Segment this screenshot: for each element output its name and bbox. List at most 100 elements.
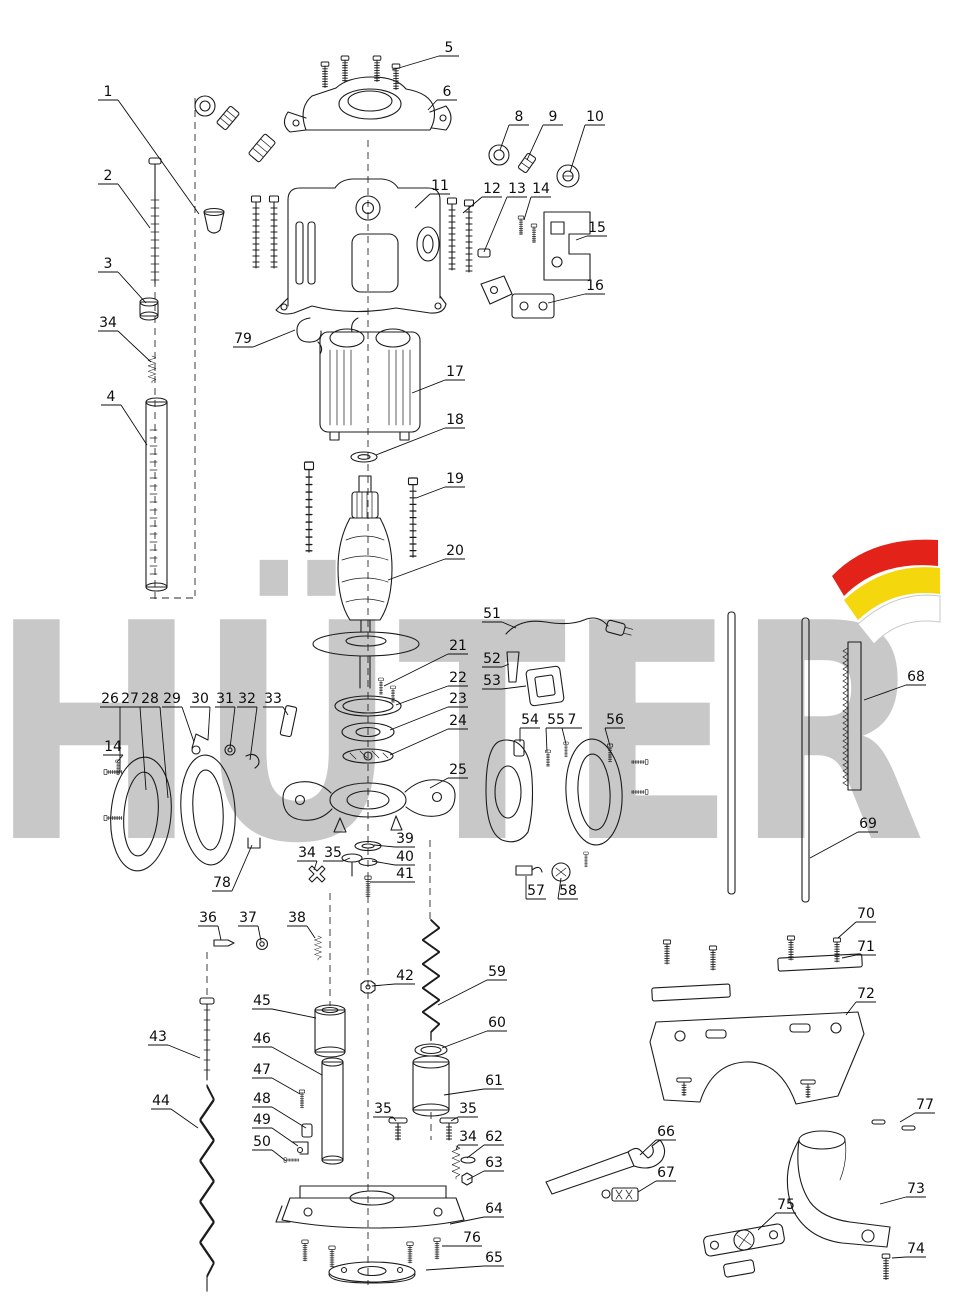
- svg-text:24: 24: [449, 713, 467, 729]
- part-label-59: 59: [437, 964, 507, 1006]
- svg-text:51: 51: [483, 606, 501, 622]
- part-label-38: 38: [287, 910, 316, 939]
- part-label-44: 44: [151, 1093, 199, 1129]
- part-label-34: 34: [455, 1129, 478, 1151]
- small-pins-drawing: [871, 1119, 916, 1131]
- part-label-14: 14: [523, 181, 551, 221]
- svg-text:68: 68: [907, 669, 925, 685]
- svg-text:18: 18: [446, 412, 464, 428]
- svg-text:21: 21: [449, 638, 467, 654]
- part-label-29: 29: [162, 691, 195, 743]
- svg-text:67: 67: [657, 1165, 675, 1181]
- part-label-64: 64: [449, 1201, 504, 1225]
- part-label-78: 78: [212, 844, 253, 892]
- brand-logo: [832, 539, 941, 645]
- svg-text:15: 15: [588, 220, 606, 236]
- part-label-36: 36: [198, 910, 222, 941]
- part-label-3: 3: [98, 256, 147, 304]
- part-label-14: 14: [103, 739, 124, 763]
- part-label-42: 42: [371, 968, 415, 987]
- part-label-69: 69: [809, 816, 878, 859]
- part-label-9: 9: [526, 109, 563, 161]
- part-label-53: 53: [482, 673, 527, 690]
- part-label-31: 31: [215, 691, 236, 749]
- svg-text:48: 48: [253, 1091, 271, 1107]
- part-label-68: 68: [863, 669, 926, 701]
- wire-loop-drawing: [296, 317, 323, 355]
- svg-text:19: 19: [446, 471, 464, 487]
- rack-and-rods-drawing: [727, 611, 862, 903]
- part-label-34: 34: [98, 315, 152, 363]
- cable-switch-drawing: [505, 617, 634, 707]
- svg-text:14: 14: [104, 739, 122, 755]
- brush-holder-drawing: [543, 211, 591, 281]
- part-label-5: 5: [391, 40, 459, 71]
- svg-text:42: 42: [396, 968, 414, 984]
- part-label-10: 10: [569, 109, 605, 173]
- svg-text:26: 26: [101, 691, 119, 707]
- svg-text:3: 3: [104, 256, 113, 272]
- part-label-8: 8: [499, 109, 529, 151]
- svg-text:46: 46: [253, 1031, 271, 1047]
- svg-text:45: 45: [253, 993, 271, 1009]
- svg-text:54: 54: [521, 712, 539, 728]
- svg-text:58: 58: [559, 883, 577, 899]
- svg-text:22: 22: [449, 670, 467, 686]
- wrench-drawing: [545, 1139, 666, 1202]
- logo-white-band: [857, 594, 941, 645]
- brush-cap-parts-drawing: [488, 144, 580, 188]
- part-label-12: 12: [462, 181, 502, 214]
- svg-text:60: 60: [488, 1015, 506, 1031]
- svg-text:2: 2: [104, 168, 113, 184]
- svg-text:28: 28: [141, 691, 159, 707]
- part-label-13: 13: [483, 181, 527, 253]
- part-label-28: 28: [140, 691, 169, 799]
- router-base-drawing: [275, 1185, 465, 1268]
- small-fasteners-drawing: [477, 215, 538, 258]
- svg-text:4: 4: [107, 389, 116, 405]
- bearing-drawing: [350, 451, 378, 463]
- star-washer-drawing: [308, 853, 363, 883]
- plunge-spring-drawing: [412, 918, 450, 1117]
- svg-text:73: 73: [907, 1181, 925, 1197]
- armature-drawing: [312, 475, 420, 689]
- svg-text:25: 25: [449, 762, 467, 778]
- svg-text:71: 71: [857, 939, 875, 955]
- left-rod-parts-drawing: [139, 157, 168, 592]
- svg-text:36: 36: [199, 910, 217, 926]
- svg-text:8: 8: [515, 109, 524, 125]
- part-label-18: 18: [375, 412, 465, 456]
- part-label-35: 35: [373, 1101, 397, 1122]
- svg-text:64: 64: [485, 1201, 503, 1217]
- part-label-17: 17: [411, 364, 465, 394]
- svg-text:62: 62: [485, 1129, 503, 1145]
- part-label-55: 55: [545, 712, 566, 753]
- part-label-77: 77: [899, 1097, 935, 1123]
- part-label-56: 56: [604, 712, 625, 747]
- svg-text:37: 37: [239, 910, 257, 926]
- svg-text:61: 61: [485, 1073, 503, 1089]
- part-label-27: 27: [120, 691, 147, 791]
- part-label-20: 20: [387, 543, 465, 581]
- sub-base-drawing: [328, 1261, 416, 1284]
- part-label-75: 75: [757, 1197, 796, 1231]
- svg-text:7: 7: [568, 712, 577, 728]
- cap-and-fasteners-drawing: [194, 95, 276, 234]
- part-label-37: 37: [238, 910, 262, 942]
- part-label-65: 65: [425, 1250, 504, 1271]
- svg-text:17: 17: [446, 364, 464, 380]
- svg-text:70: 70: [857, 906, 875, 922]
- part-label-61: 61: [443, 1073, 504, 1096]
- svg-text:66: 66: [657, 1124, 675, 1140]
- part-label-54: 54: [519, 712, 540, 742]
- part-label-45: 45: [252, 993, 317, 1019]
- spindle-stack-drawing: [334, 677, 402, 764]
- svg-text:14: 14: [532, 181, 550, 197]
- svg-text:30: 30: [191, 691, 209, 707]
- part-label-58: 58: [557, 877, 578, 900]
- part-label-63: 63: [466, 1155, 504, 1181]
- part-label-71: 71: [841, 939, 876, 959]
